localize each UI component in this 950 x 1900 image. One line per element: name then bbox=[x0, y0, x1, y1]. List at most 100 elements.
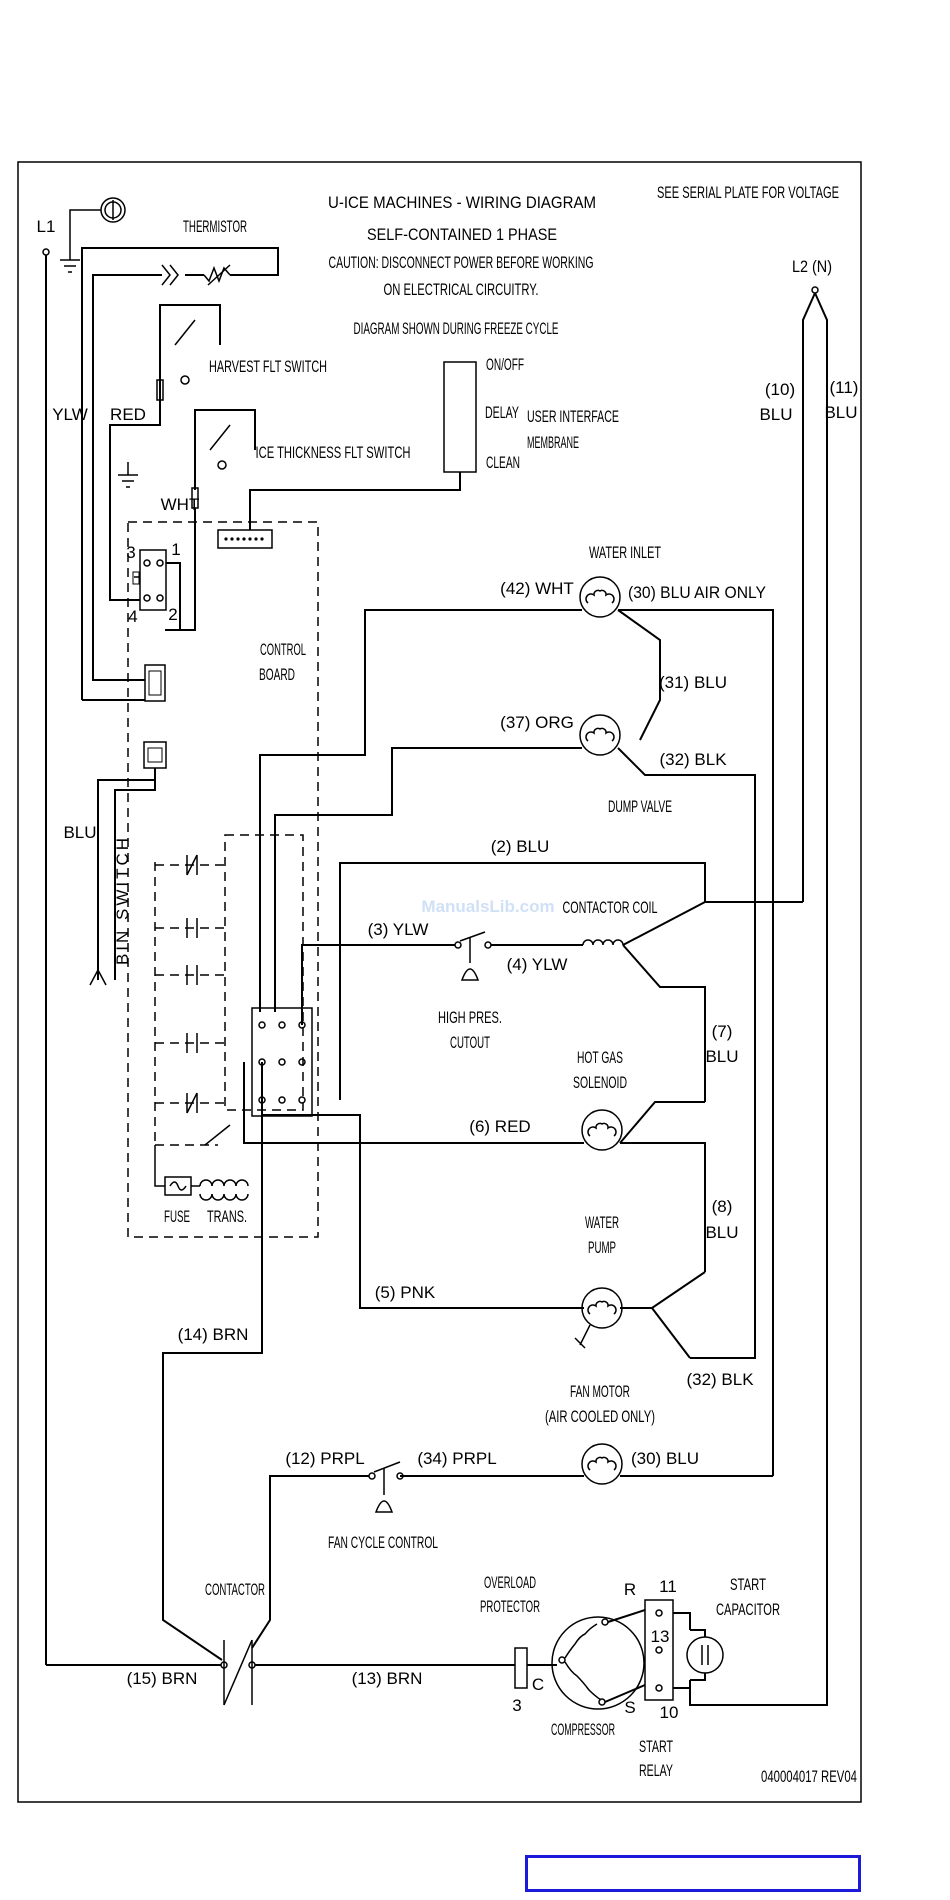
high-pres-label-line1: HIGH PRES. bbox=[438, 1008, 502, 1027]
wire-4-label: (4) YLW bbox=[507, 955, 568, 974]
board-relay-contacts bbox=[154, 854, 231, 1146]
wire-5-label: (5) PNK bbox=[375, 1283, 436, 1302]
wire-30-air-label: (30) BLU AIR ONLY bbox=[628, 583, 766, 602]
overload-label-line1: OVERLOAD bbox=[484, 1573, 536, 1592]
ui-onoff-label: ON/OFF bbox=[486, 355, 524, 374]
control-board-label-line2: BOARD bbox=[259, 665, 295, 684]
contactor-icon bbox=[220, 1639, 256, 1706]
wire-10-label-a: (10) bbox=[765, 380, 795, 399]
overload-terminal-3: 3 bbox=[512, 1696, 521, 1715]
ui-delay-label: DELAY bbox=[485, 403, 519, 422]
wire-11-label-a: (11) bbox=[830, 378, 859, 397]
wire-7-label-a: (7) bbox=[712, 1022, 733, 1041]
ui-clean-label: CLEAN bbox=[486, 453, 520, 472]
hot-gas-label-line2: SOLENOID bbox=[573, 1073, 627, 1092]
start-capacitor-label-line2: CAPACITOR bbox=[716, 1600, 780, 1619]
wire-42-label: (42) WHT bbox=[500, 579, 574, 598]
wire-6-label: (6) RED bbox=[469, 1117, 530, 1136]
trans-label: TRANS. bbox=[207, 1207, 247, 1226]
ui-label-line1: USER INTERFACE bbox=[527, 407, 619, 426]
red-wire-label: RED bbox=[110, 405, 146, 424]
l1-label: L1 bbox=[37, 217, 56, 236]
wire-15-label: (15) BRN bbox=[127, 1669, 198, 1688]
thermistor-icon bbox=[203, 264, 231, 286]
transformer-icon bbox=[199, 1179, 249, 1201]
membrane-connector bbox=[217, 529, 273, 549]
wire-32b-label: (32) BLK bbox=[686, 1370, 754, 1389]
start-capacitor bbox=[686, 1636, 724, 1674]
compressor-terminal-r: R bbox=[624, 1580, 636, 1599]
wire-30b-label: (30) BLU bbox=[631, 1449, 699, 1468]
water-pump-label-line2: PUMP bbox=[588, 1238, 616, 1257]
wire-2-label: (2) BLU bbox=[491, 837, 550, 856]
dump-valve-label: DUMP VALVE bbox=[608, 797, 672, 816]
hot-gas-label-line1: HOT GAS bbox=[577, 1048, 623, 1067]
compressor-label: COMPRESSOR bbox=[551, 1720, 615, 1739]
wire-13-label: (13) BRN bbox=[352, 1669, 423, 1688]
water-pump-label-line1: WATER bbox=[585, 1213, 619, 1232]
terminal-1: 1 bbox=[171, 540, 180, 559]
wire-8-label-b: BLU bbox=[705, 1223, 738, 1242]
fan-motor-label-line2: (AIR COOLED ONLY) bbox=[545, 1407, 655, 1426]
l2-label: L2 (N) bbox=[792, 257, 832, 276]
control-board-label-line1: CONTROL bbox=[260, 640, 306, 659]
high-pressure-cutout bbox=[454, 931, 492, 981]
title-line2: SELF-CONTAINED 1 PHASE bbox=[367, 225, 557, 244]
compressor-terminal-s: S bbox=[624, 1698, 635, 1717]
ui-label-line2: MEMBRANE bbox=[527, 433, 579, 452]
bin-switch-plug bbox=[143, 741, 167, 769]
blu-wire-label: BLU bbox=[63, 823, 96, 842]
connector-icon bbox=[161, 264, 179, 286]
fuse-label: FUSE bbox=[164, 1207, 190, 1226]
wht-wire-label: WHT bbox=[161, 495, 200, 514]
relay-terminal-13: 13 bbox=[651, 1627, 670, 1646]
float-connector bbox=[139, 549, 167, 611]
wire-8-label-a: (8) bbox=[712, 1197, 733, 1216]
harvest-switch-label: HARVEST FLT SWITCH bbox=[209, 357, 327, 376]
user-interface-membrane bbox=[443, 361, 477, 473]
relay-block bbox=[224, 834, 304, 1111]
water-inlet-label: WATER INLET bbox=[589, 543, 661, 562]
ground-icon bbox=[574, 1324, 591, 1349]
contactor-coil-icon bbox=[582, 939, 624, 946]
start-relay-label-line1: START bbox=[639, 1737, 673, 1756]
diagram-frame bbox=[17, 161, 862, 1803]
hot-gas-solenoid bbox=[581, 1109, 623, 1151]
cycle-note: DIAGRAM SHOWN DURING FREEZE CYCLE bbox=[354, 319, 559, 338]
wire-7-label-b: BLU bbox=[705, 1047, 738, 1066]
title-line1: U-ICE MACHINES - WIRING DIAGRAM bbox=[328, 193, 596, 212]
l1-terminal bbox=[42, 248, 50, 256]
compressor bbox=[551, 1616, 645, 1710]
wire-12-label: (12) PRPL bbox=[285, 1449, 364, 1468]
fan-cycle-label: FAN CYCLE CONTROL bbox=[328, 1533, 438, 1552]
compressor-terminal-c: C bbox=[532, 1675, 544, 1694]
start-relay bbox=[644, 1599, 674, 1701]
thermistor-label: THERMISTOR bbox=[183, 217, 247, 236]
wire-10-label-b: BLU bbox=[759, 405, 792, 424]
start-capacitor-label-line1: START bbox=[730, 1575, 766, 1594]
overload-label-line2: PROTECTOR bbox=[480, 1597, 540, 1616]
wire-14-label: (14) BRN bbox=[178, 1325, 249, 1344]
ice-switch-label: ICE THICKNESS FLT SWITCH bbox=[256, 443, 411, 462]
ylw-wire-label: YLW bbox=[52, 405, 88, 424]
fan-motor-label-line1: FAN MOTOR bbox=[570, 1382, 630, 1401]
bin-switch-icon bbox=[89, 960, 107, 986]
terminal-4: 4 bbox=[128, 607, 137, 626]
compressor-windings-icon bbox=[558, 1618, 609, 1706]
wire-31-label: (31) BLU bbox=[659, 673, 727, 692]
thermistor-plug bbox=[144, 664, 166, 702]
caution-line2: ON ELECTRICAL CIRCUITRY. bbox=[384, 280, 539, 299]
start-relay-label-line2: RELAY bbox=[639, 1761, 673, 1780]
control-board bbox=[127, 521, 319, 1238]
dump-valve bbox=[579, 714, 621, 756]
water-inlet-valve bbox=[579, 576, 621, 618]
contactor-label: CONTACTOR bbox=[205, 1580, 265, 1599]
fan-cycle-control bbox=[368, 1461, 404, 1513]
ice-thickness-float-switch bbox=[191, 409, 256, 509]
watermark: ManualsLib.com bbox=[421, 897, 554, 916]
caution-line1: CAUTION: DISCONNECT POWER BEFORE WORKING bbox=[329, 253, 594, 272]
wire-34-label: (34) PRPL bbox=[417, 1449, 496, 1468]
wire-11-label-b: BLU bbox=[824, 403, 857, 422]
contactor-coil-label: CONTACTOR COIL bbox=[563, 898, 658, 917]
terminal-2: 2 bbox=[168, 605, 177, 624]
